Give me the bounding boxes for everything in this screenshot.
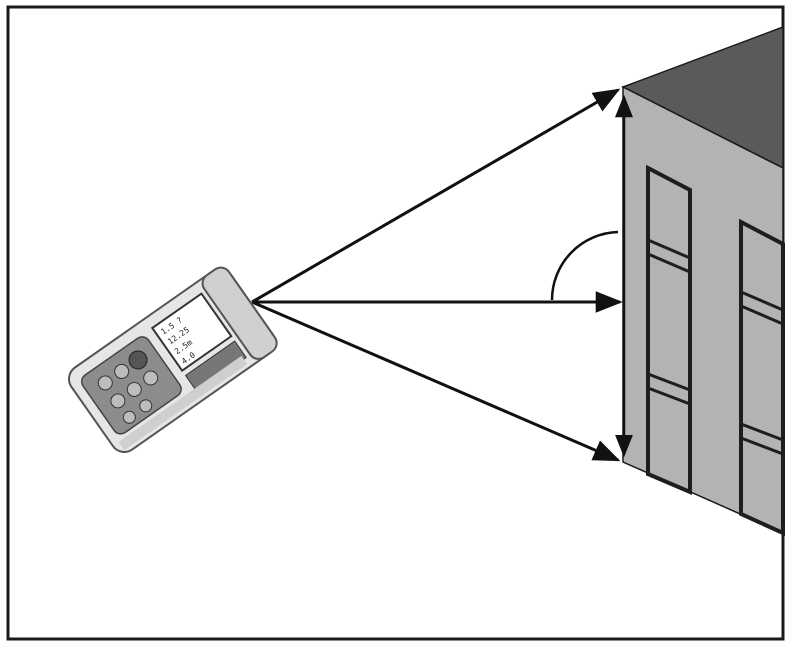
device-button xyxy=(139,399,153,413)
device-button xyxy=(97,375,113,391)
device-button xyxy=(128,350,148,370)
device-button xyxy=(126,381,142,397)
angle-arc-icon xyxy=(550,230,619,301)
laser-distance-meter-icon: 1.5 ? 12.25 2.5m 4.0 xyxy=(67,266,278,453)
device-screen xyxy=(150,292,233,372)
beam-to-bottom xyxy=(251,300,621,462)
device-button xyxy=(114,363,130,379)
beam-to-top xyxy=(251,88,621,304)
device-button xyxy=(122,410,136,424)
building-window-right xyxy=(739,218,785,537)
device-button xyxy=(110,393,126,409)
building-icon xyxy=(621,25,785,537)
device-top-cap xyxy=(201,266,278,360)
building-window-left xyxy=(646,164,692,496)
device-body xyxy=(67,268,277,453)
device-brand-strip xyxy=(118,355,248,451)
device-button xyxy=(143,370,159,386)
laser-beams xyxy=(251,88,623,462)
